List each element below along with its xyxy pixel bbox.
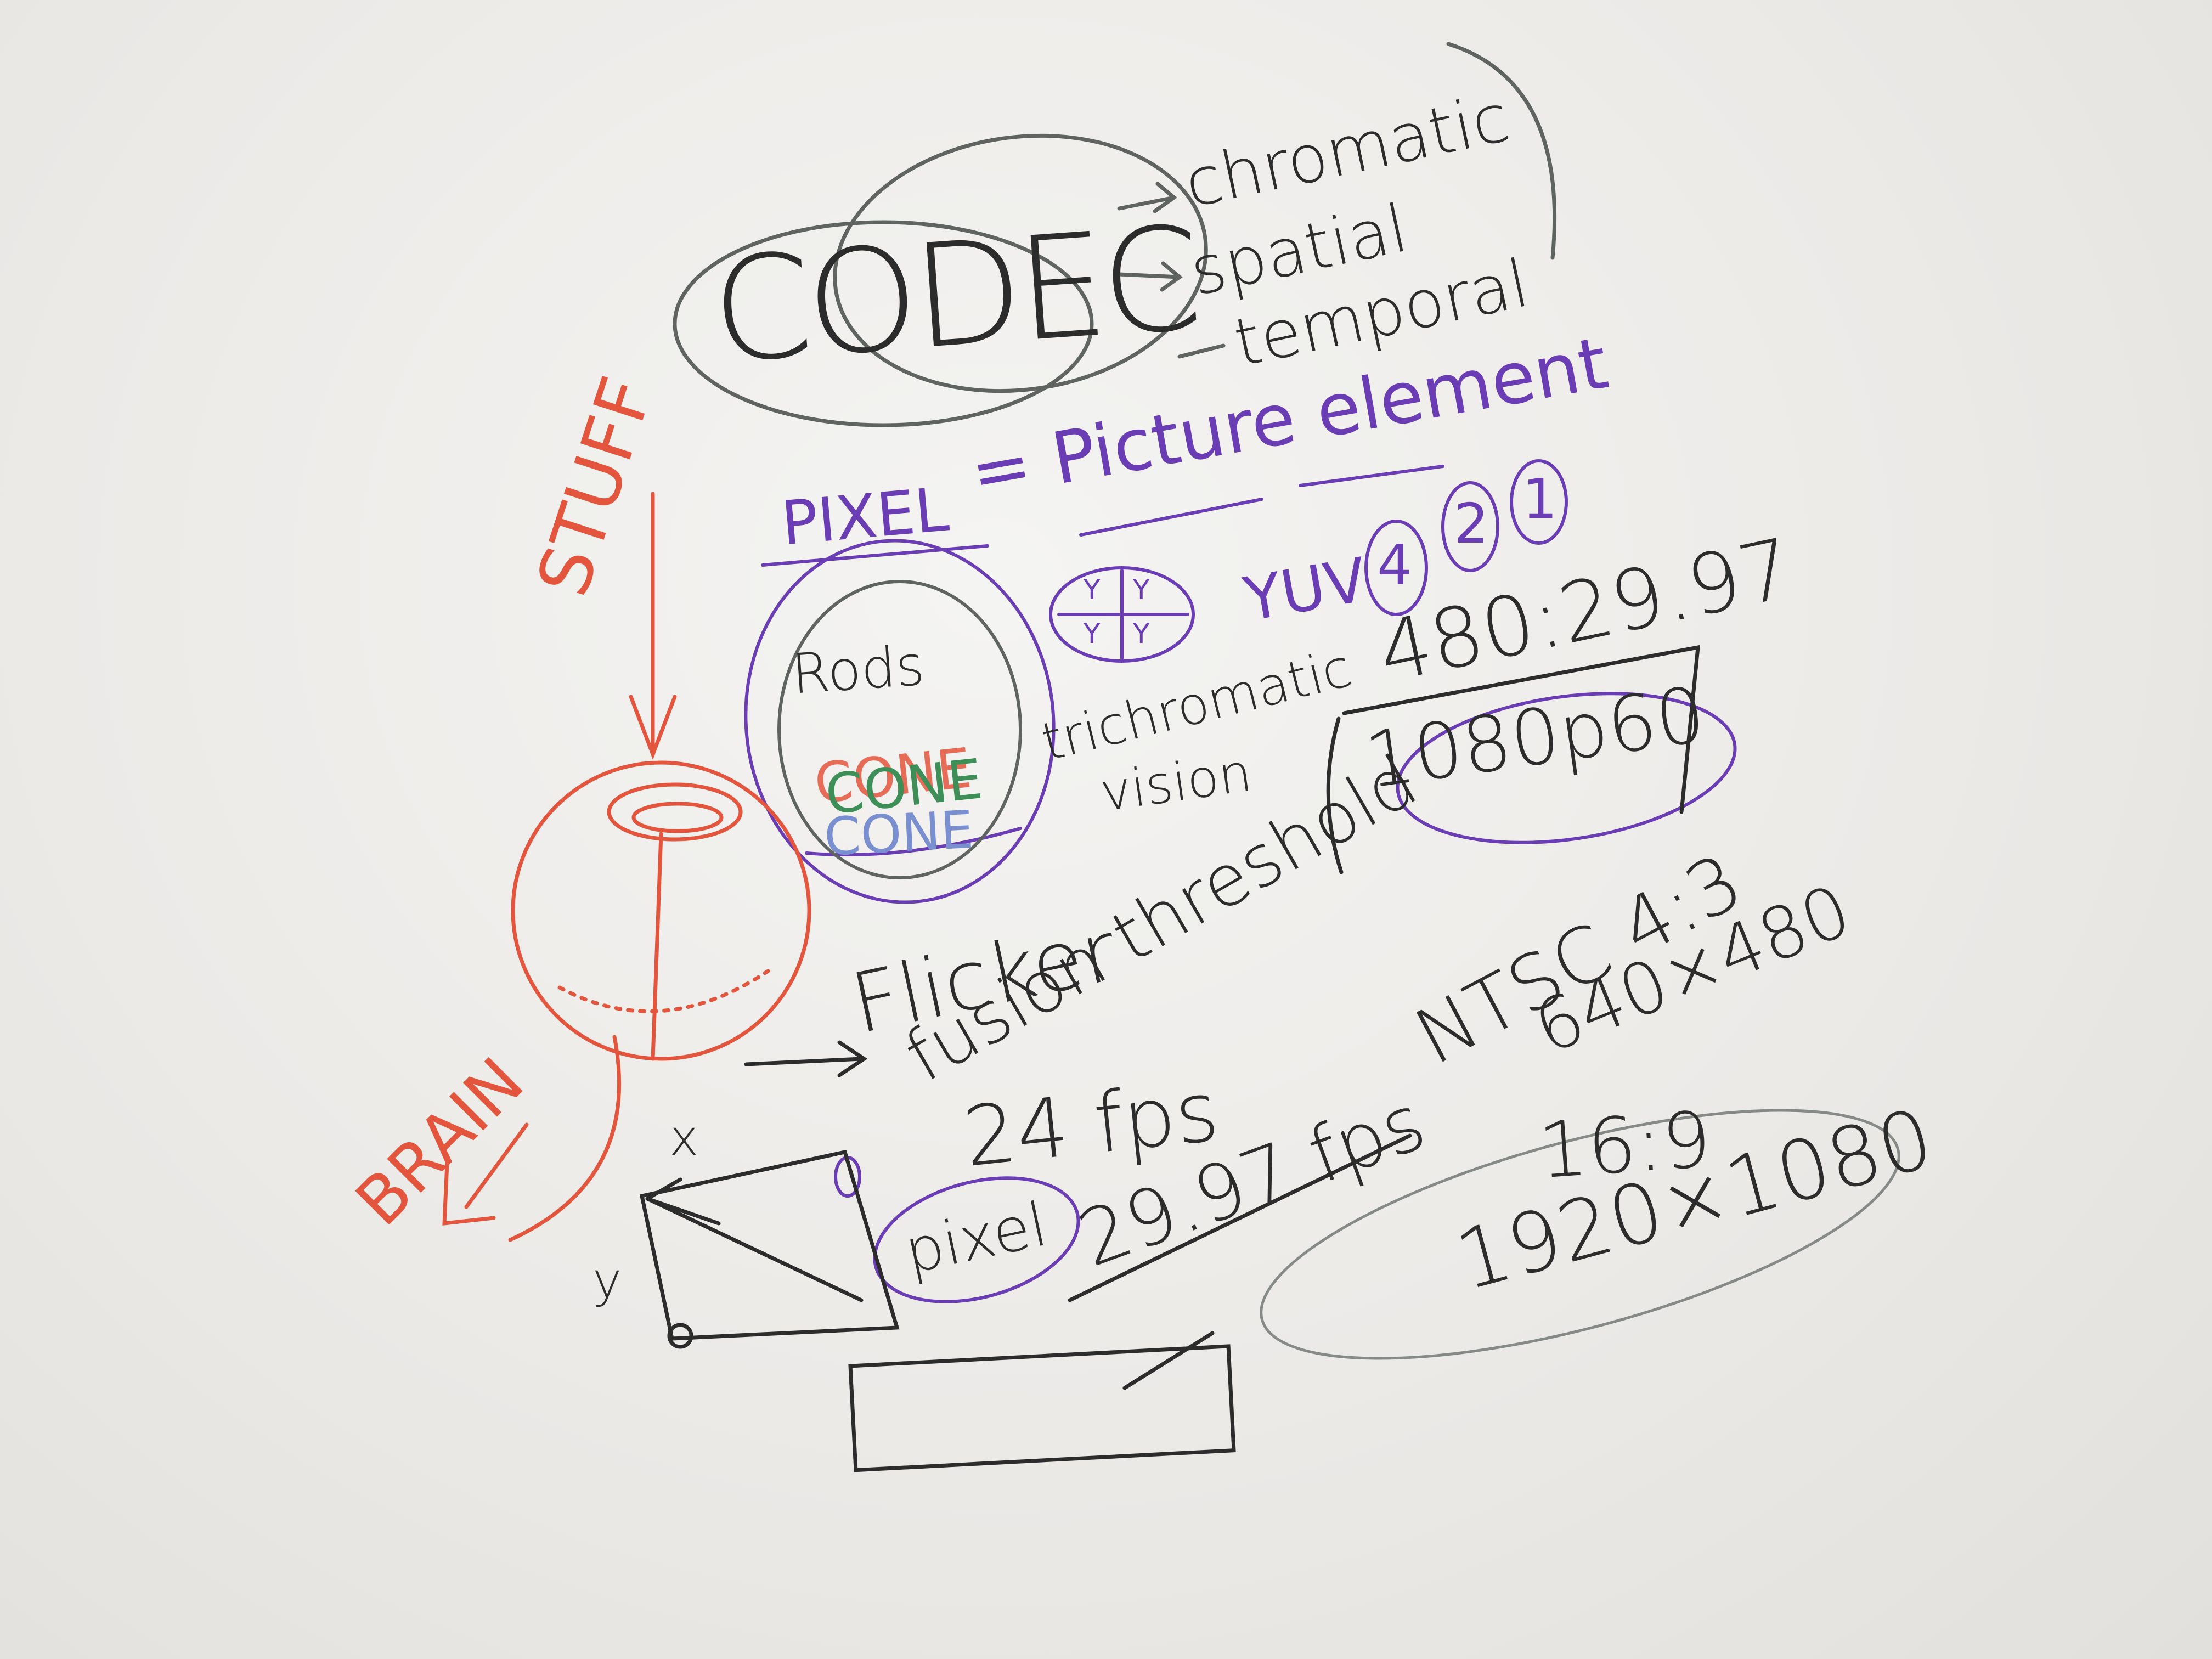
codec-arrow-2	[1117, 261, 1183, 292]
ratio-1-text: 1	[1522, 467, 1558, 531]
yuv-grid-cross	[1057, 569, 1189, 660]
eye-meridian	[651, 832, 663, 1061]
ratio-4-circle	[1364, 520, 1428, 616]
grid-arrow	[645, 1177, 721, 1226]
axis-x-label: x	[669, 1109, 699, 1167]
empty-box	[848, 1344, 1236, 1472]
res-1920-loop	[1260, 1109, 1900, 1360]
eye-lens	[607, 782, 743, 842]
codec-text: CODEC	[707, 196, 1201, 396]
grid-diagonal	[645, 1197, 864, 1302]
yuv-cell-2: Y	[1133, 574, 1150, 606]
pixel-heading: PIXEL	[778, 474, 952, 559]
pixel-grid-shape	[639, 1149, 900, 1341]
eye-lens-inner	[631, 802, 724, 833]
pixel-small-circle	[873, 1176, 1080, 1304]
pixel-underline	[761, 544, 989, 567]
ntsc-underline	[1068, 1133, 1412, 1302]
axis-y-label: y	[592, 1252, 622, 1310]
yuv-grid-circle	[1049, 566, 1195, 663]
yuv-cell-3: Y	[1084, 618, 1101, 650]
ratio-4-text: 4	[1377, 533, 1412, 597]
res-1080-bracket	[1326, 645, 1700, 874]
codec-loop-2	[833, 133, 1208, 393]
eye-ball	[511, 760, 811, 1061]
codec-loop-1	[673, 220, 1094, 427]
brain-arrow	[442, 1122, 529, 1226]
ratio-1-circle	[1510, 459, 1568, 545]
stuff-arrow	[629, 492, 677, 760]
yuv-overline	[1299, 465, 1444, 487]
yuv-cell-1: Y	[1084, 574, 1101, 606]
codec-bracket	[1446, 42, 1557, 260]
ratio-2-text: 2	[1454, 492, 1489, 556]
rods-text: Rods	[789, 633, 927, 707]
pixel-eye-circle	[744, 539, 1056, 904]
yuv-cell-4: Y	[1133, 618, 1150, 650]
origin-dot	[667, 1323, 693, 1349]
eye-texture	[557, 969, 770, 1013]
flicker-arrow	[744, 1040, 868, 1077]
ratio-2-circle	[1441, 481, 1499, 572]
res-1080p60-circle	[1396, 692, 1737, 844]
rods-cone-outline	[777, 580, 1022, 879]
codec-arrow-1	[1117, 182, 1177, 213]
optic-nerve	[508, 1035, 622, 1242]
cone-blue-text: CONE	[822, 799, 975, 868]
empty-box-arrow	[1122, 1331, 1215, 1390]
picture-underline	[1079, 498, 1263, 537]
codec-arrow-3	[1177, 343, 1226, 359]
